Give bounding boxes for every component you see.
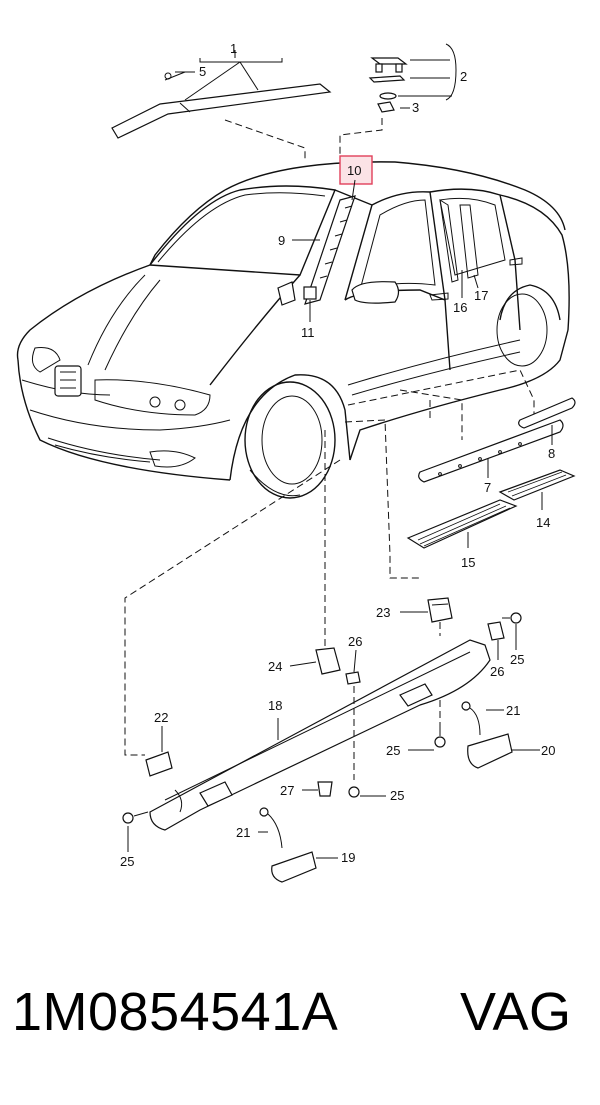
callout-25-top: 25: [510, 652, 524, 667]
sill-panel-18: [149, 639, 491, 831]
highlight-box: [339, 155, 373, 185]
callout-25-mid: 25: [386, 743, 400, 758]
callout-20: 20: [541, 743, 555, 758]
sill-plate-14: [498, 469, 576, 501]
end-cap-20: [467, 733, 513, 769]
footer: 1M0854541A VAG: [0, 985, 600, 1065]
trim-strip-7: [418, 419, 564, 483]
callout-22: 22: [154, 710, 168, 725]
callout-9: 9: [278, 233, 285, 248]
clip-27: [317, 781, 333, 797]
callout-18: 18: [268, 698, 282, 713]
roof-molding: [111, 71, 332, 139]
callout-14: 14: [536, 515, 550, 530]
callout-26-right: 26: [490, 664, 504, 679]
callout-26-left: 26: [348, 634, 362, 649]
clip-24: [315, 647, 341, 675]
callout-2: 2: [460, 69, 467, 84]
callout-5: 5: [199, 64, 206, 79]
screw-25-mid: [434, 728, 446, 748]
end-cap-19: [271, 851, 317, 883]
callout-8: 8: [548, 446, 555, 461]
callout-17: 17: [474, 288, 488, 303]
screw-25-top: [502, 612, 522, 624]
callout-27: 27: [280, 783, 294, 798]
nut-21-left: [259, 807, 283, 849]
callout-21-left: 21: [236, 825, 250, 840]
clip-26b: [487, 621, 505, 641]
clip-parts: [368, 57, 408, 113]
callout-labels: 1 2 3 5 8 9 10 11 14 15 16 17 7 18 19 20…: [120, 41, 555, 869]
callout-25-bottom: 25: [390, 788, 404, 803]
callout-11: 11: [301, 325, 315, 340]
bracket-23: [427, 597, 453, 623]
callout-21-right: 21: [506, 703, 520, 718]
callout-23: 23: [376, 605, 390, 620]
callout-16: 16: [453, 300, 467, 315]
clip-26a: [345, 671, 361, 685]
callout-15: 15: [461, 555, 475, 570]
callout-19: 19: [341, 850, 355, 865]
sill-plate-15: [406, 499, 518, 549]
brand-name: VAG: [460, 982, 572, 1042]
callout-10: 10: [347, 163, 361, 178]
car-body: [16, 161, 570, 499]
part-number: 1M0854541A: [12, 982, 339, 1042]
callout-24: 24: [268, 659, 282, 674]
callout-3: 3: [412, 100, 419, 115]
plate-22: [145, 751, 173, 777]
nut-21-right: [461, 701, 481, 736]
callout-1: 1: [230, 41, 237, 56]
trim-strip-8: [518, 397, 576, 429]
screw-25-bottom: [348, 786, 360, 798]
callout-25-left: 25: [120, 854, 134, 869]
callout-7: 7: [484, 480, 491, 495]
screw-25-left: [122, 811, 149, 824]
